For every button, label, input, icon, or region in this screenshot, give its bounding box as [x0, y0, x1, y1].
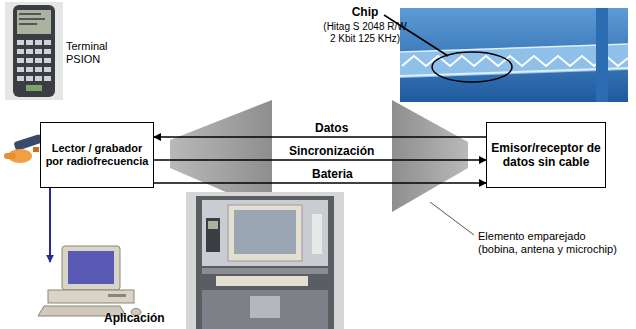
leader-line — [430, 202, 474, 235]
psion-terminal-photo — [35, 58, 42, 63]
blue-link — [49, 176, 51, 262]
psion-terminal-photo — [17, 40, 51, 81]
psion-terminal-photo — [35, 67, 42, 72]
hand-reader-icon — [33, 147, 39, 152]
workstation-photo — [250, 296, 280, 318]
workstation-photo — [216, 276, 308, 286]
workstation-photo — [202, 268, 328, 274]
psion-terminal-photo — [13, 5, 55, 97]
hand-reader-icon — [4, 134, 43, 163]
psion-terminal-photo — [44, 67, 51, 72]
psion-terminal-photo — [17, 58, 24, 63]
coupled-element-horns — [392, 100, 468, 212]
chip-photo — [432, 52, 512, 82]
computer-icon — [38, 246, 141, 316]
workstation-photo — [202, 200, 328, 266]
psion-terminal-photo — [35, 76, 42, 81]
psion-terminal-photo — [26, 85, 42, 91]
chip-label: Chip — [335, 5, 395, 19]
box-text: Emisor/receptor de datos sin cable — [491, 141, 601, 170]
process-box: Emisor/receptor de datos sin cable — [486, 122, 606, 188]
computer-icon — [48, 290, 134, 303]
workstation-photo — [206, 218, 220, 252]
psion-terminal-photo — [17, 40, 24, 45]
flow-label: Sincronización — [286, 144, 377, 158]
workstation-photo — [228, 205, 302, 261]
flow-arrow — [154, 182, 486, 184]
workstation-photo — [196, 196, 334, 329]
workstation-photo — [234, 210, 296, 254]
psion-terminal-photo — [19, 13, 41, 15]
chip-photo — [596, 8, 608, 102]
psion-terminal-photo — [35, 40, 42, 45]
computer-icon — [62, 246, 120, 290]
computer-icon — [108, 294, 126, 297]
psion-terminal-photo — [17, 49, 24, 54]
hand-reader-icon — [13, 134, 42, 151]
psion-terminal-photo — [44, 49, 51, 54]
psion-terminal-photo — [44, 58, 51, 63]
flow-arrow — [154, 159, 486, 161]
chip-photo — [384, 8, 628, 102]
psion-terminal-photo — [44, 40, 51, 45]
flow-arrow — [154, 136, 486, 138]
psion-terminal-photo — [26, 67, 33, 72]
psion-terminal-photo — [35, 49, 42, 54]
chip-photo — [400, 8, 628, 102]
psion-terminal-photo — [26, 76, 33, 81]
caption-label: Aplicación — [104, 311, 174, 325]
computer-icon — [68, 251, 114, 284]
caption-label: Terminal PSION — [66, 40, 122, 66]
flow-label: Bateria — [309, 167, 356, 181]
process-box: Lector / grabador por radiofrecuencia — [40, 122, 154, 188]
psion-terminal-photo — [17, 76, 24, 81]
flow-label: Datos — [312, 121, 351, 135]
psion-terminal-photo — [26, 58, 33, 63]
psion-terminal-photo — [17, 67, 24, 72]
psion-terminal-photo — [26, 49, 33, 54]
psion-terminal-photo — [19, 18, 45, 20]
psion-terminal-photo — [5, 2, 63, 100]
workstation-photo — [202, 290, 328, 329]
caption-label: Elemento emparejado (bobina, antena y mi… — [478, 230, 626, 256]
caption-label: (Hitag S 2048 R/W 2 Kbit 125 KHz) — [321, 21, 409, 45]
workstation-photo — [312, 214, 322, 254]
box-text: Lector / grabador por radiofrecuencia — [45, 142, 149, 168]
psion-terminal-photo — [5, 2, 63, 100]
psion-terminal-photo — [17, 10, 51, 34]
psion-terminal-photo — [19, 23, 37, 25]
hand-reader-icon — [4, 153, 16, 159]
workstation-photo — [186, 192, 344, 329]
workstation-photo — [186, 192, 344, 329]
workstation-photo — [208, 221, 218, 229]
psion-terminal-photo — [44, 76, 51, 81]
psion-terminal-photo — [26, 40, 33, 45]
